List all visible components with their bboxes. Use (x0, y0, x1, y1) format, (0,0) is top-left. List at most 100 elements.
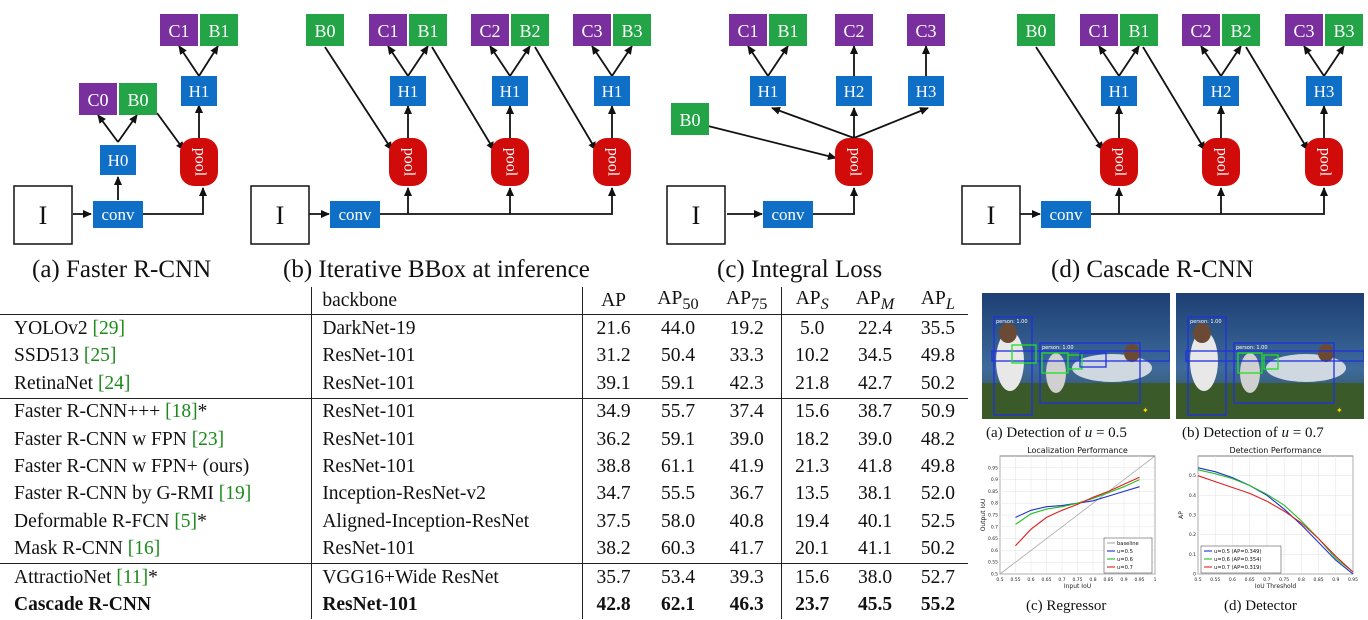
head-label: H3 (1314, 82, 1335, 101)
value-cell: 55.7 (643, 397, 713, 426)
value-cell: 41.9 (729, 456, 764, 478)
conv-label: conv (338, 205, 372, 224)
conv-label: conv (1049, 205, 1083, 224)
value-cell: 38.0 (842, 562, 908, 592)
detection-label: person: 1.00 (1190, 319, 1222, 325)
value-cell: 50.2 (920, 372, 955, 394)
backbone-header: backbone (311, 287, 583, 316)
class-label: C2 (479, 21, 500, 41)
value-cell: 39.0 (858, 428, 893, 450)
x-tick-label: 0.7 (1058, 577, 1065, 583)
legend-label: u=0.7 (AP=0.319) (1214, 565, 1261, 571)
x-tick-label: 0.7 (1263, 577, 1270, 583)
value-cell: 36.2 (582, 425, 644, 454)
value-cell: 50.2 (920, 538, 955, 560)
value-cell: 34.9 (582, 397, 644, 426)
citation-link[interactable]: [25] (83, 345, 117, 367)
citation-link[interactable]: [11] (116, 566, 149, 588)
x-tick-label: 0.85 (1314, 577, 1324, 583)
citation-link[interactable]: [24] (97, 372, 131, 394)
y-tick-label: 0.7 (991, 524, 998, 530)
y-tick-label: 0.95 (988, 465, 998, 471)
pool-label: pool (1111, 148, 1128, 177)
box-label: B2 (1230, 21, 1251, 41)
detection-label: person: 1.00 (1042, 345, 1074, 351)
box-label: B0 (679, 110, 700, 130)
value-cell: 49.8 (920, 456, 955, 478)
legend-box (1200, 545, 1282, 574)
ap75-header: AP75 (712, 287, 782, 316)
value-cell: 52.5 (920, 510, 955, 532)
detection-image-u07: person: 1.00 person: 1.00 ✦ (1176, 293, 1364, 419)
detection-image-u05: person: 1.00 person: 1.00 ✦ (982, 293, 1170, 419)
method-cell: Faster R-CNN w FPN [23] (14, 428, 225, 450)
detection-label: person: 1.00 (996, 319, 1028, 325)
method-cell: Faster R-CNN w FPN+ (ours) (14, 456, 250, 478)
pool-label: pool (846, 148, 863, 177)
value-cell: 45.5 (858, 593, 893, 615)
caption-iterative-bbox: (b) Iterative BBox at inference (283, 256, 590, 283)
head-label: H0 (108, 151, 129, 170)
value-cell: 39.3 (712, 562, 782, 592)
x-axis-label: Input IoU (1064, 583, 1091, 590)
citation-link[interactable]: [29] (92, 318, 126, 340)
class-label: C2 (843, 21, 864, 41)
citation-link[interactable]: [5] (174, 510, 198, 532)
backbone-cell: VGG16+Wide ResNet (311, 562, 583, 592)
x-tick-label: 1 (1154, 577, 1157, 583)
value-cell: 15.6 (781, 562, 843, 592)
value-cell: 37.5 (582, 508, 644, 536)
value-cell: 40.8 (729, 510, 764, 532)
citation-link[interactable]: [16] (127, 538, 161, 560)
citation-link[interactable]: [18] (165, 401, 198, 423)
x-tick-label: 0.9 (1332, 577, 1339, 583)
backbone-cell: DarkNet-19 (311, 314, 583, 343)
head-label: H1 (500, 82, 521, 101)
backbone-cell: ResNet-101 (311, 370, 583, 399)
backbone-cell: ResNet-101 (311, 397, 583, 426)
image-label: I (987, 201, 996, 230)
pool-label: pool (502, 148, 519, 177)
citation-link[interactable]: [19] (218, 483, 252, 505)
backbone-cell: ResNet-101 (311, 342, 583, 371)
value-cell: 19.2 (729, 318, 764, 340)
box-label: B3 (1333, 21, 1354, 41)
backbone-cell: Aligned-Inception-ResNet (311, 508, 583, 536)
value-cell: 18.2 (781, 425, 843, 454)
head-label: H2 (1211, 82, 1232, 101)
apl-header: APL (907, 287, 968, 316)
head-label: H1 (758, 82, 779, 101)
method-cell: Cascade R-CNN (14, 593, 152, 615)
box-label: B0 (127, 90, 148, 110)
value-cell: 53.4 (643, 562, 713, 592)
value-cell: 55.5 (660, 483, 696, 505)
value-cell: 58.0 (660, 510, 696, 532)
y-tick-label: 0 (1193, 572, 1196, 578)
method-cell: Deformable R-FCN [5]* (14, 510, 207, 532)
x-tick-label: 0.95 (1134, 577, 1144, 583)
series-line (1197, 475, 1354, 573)
value-cell: 33.3 (729, 345, 764, 367)
caption-detection-u05: (a) Detection of u = 0.5 (986, 425, 1127, 441)
box-label: B2 (519, 21, 540, 41)
x-tick-label: 0.8 (1089, 577, 1096, 583)
caption-regressor: (c) Regressor (1026, 598, 1107, 614)
class-label: C1 (1088, 21, 1109, 41)
y-tick-label: 0.3 (1189, 513, 1196, 519)
y-tick-label: 0.85 (988, 489, 998, 495)
x-tick-label: 0.65 (1041, 577, 1051, 583)
legend-label: u=0.6 (AP=0.354) (1214, 557, 1261, 563)
y-tick-label: 0.6 (991, 548, 998, 554)
value-cell: 19.4 (781, 508, 843, 536)
pool-label: pool (1213, 148, 1230, 177)
table-header-row: backbone AP AP50 AP75 APS APM APL (0, 287, 968, 316)
citation-link[interactable]: [23] (191, 428, 225, 450)
diagram-iterative-bbox: I conv B0 pool H1 C1 B1 pool H1 C2 B2 po… (250, 14, 651, 245)
backbone-cell: ResNet-101 (311, 425, 583, 454)
box-label: B1 (208, 21, 229, 41)
